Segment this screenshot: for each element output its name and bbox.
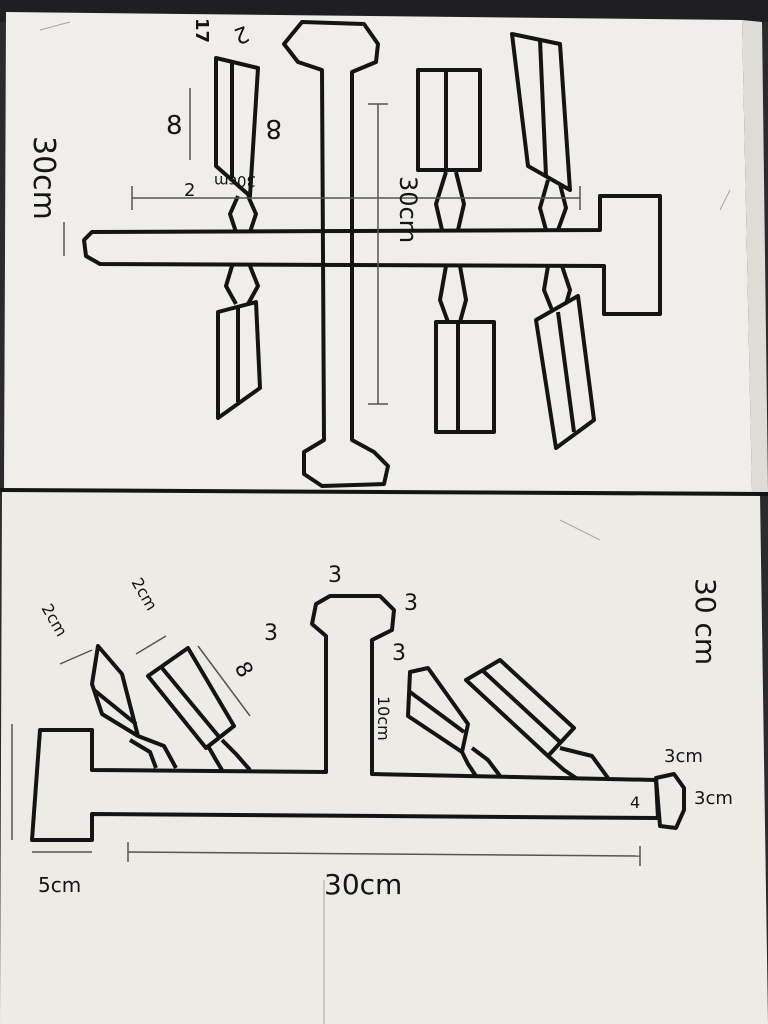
side-panel-left-small-divider: [92, 688, 138, 726]
side-view-dimensions: [11, 635, 641, 866]
top-height-label: 30cm: [394, 176, 422, 243]
side-top-label-a: 3: [328, 563, 342, 588]
side-top-label-d: 3: [392, 641, 406, 666]
side-top-label-b: 3: [264, 621, 278, 646]
side-length-label: 30cm: [324, 868, 402, 901]
side-height-label: 30 cm: [689, 578, 722, 665]
side-panel-left-small: [90, 644, 140, 738]
side-panel-right-small: [406, 666, 470, 754]
top-panel-height-label-right: 8: [265, 113, 282, 143]
side-nose-cap: [654, 772, 686, 830]
paper-sheet-bottom: [0, 490, 768, 1024]
top-panel-height-label: 8: [166, 111, 183, 141]
top-panel-lower-right-divider: [556, 311, 576, 433]
top-panel-upper-right: [510, 32, 572, 192]
corner-tag: 17: [191, 18, 212, 43]
pencil-marks: [39, 21, 731, 1024]
side-view-drawing: [30, 594, 686, 842]
top-gap-label: 2: [184, 180, 195, 201]
top-small-label: 30cm: [214, 172, 256, 190]
top-panel-upper-right-divider: [538, 39, 548, 177]
top-panel-lower-middle: [434, 320, 496, 434]
side-panel-left-large: [146, 646, 236, 750]
top-joint-left-lower: [224, 265, 260, 305]
top-panel-upper-middle: [416, 68, 482, 172]
side-panel-right-large: [464, 658, 576, 758]
side-length-dimension-line: [127, 851, 641, 857]
side-panel-left-large-divider: [160, 666, 222, 740]
top-panel-lower-left: [216, 300, 262, 420]
side-base-label: 5cm: [38, 873, 81, 897]
top-view-drawing: [82, 20, 662, 488]
top-joint-right-lower: [542, 265, 572, 311]
side-joint-4: [546, 746, 610, 780]
side-tip-inner-label: 4: [630, 793, 640, 812]
side-stem-label: 10cm: [374, 696, 393, 741]
top-joint-left-upper: [228, 195, 258, 233]
sheet-divider-line: [0, 488, 768, 496]
side-panel-right-large-divider: [480, 668, 562, 744]
side-top-label-c: 3: [404, 591, 418, 616]
top-vertical-beam: [282, 20, 390, 488]
side-joint-2: [206, 738, 252, 772]
paper-sheet-right-edge: [742, 20, 768, 492]
top-horizontal-boom: [82, 194, 662, 316]
top-side-length-label: 30cm: [26, 136, 61, 220]
side-main-rail: [30, 594, 660, 842]
side-joint-3: [460, 746, 502, 778]
top-joint-mid-upper: [434, 171, 466, 231]
side-joint-1: [128, 734, 178, 769]
side-panel-right-small-divider: [408, 690, 466, 734]
top-view-dimensions: [63, 88, 581, 405]
side-tip-height-label: 3cm: [694, 788, 733, 809]
side-tip-width-label: 3cm: [664, 746, 703, 767]
top-panel-lower-right: [534, 294, 596, 450]
top-joint-mid-lower: [438, 265, 468, 323]
top-joint-right-upper: [538, 179, 568, 231]
